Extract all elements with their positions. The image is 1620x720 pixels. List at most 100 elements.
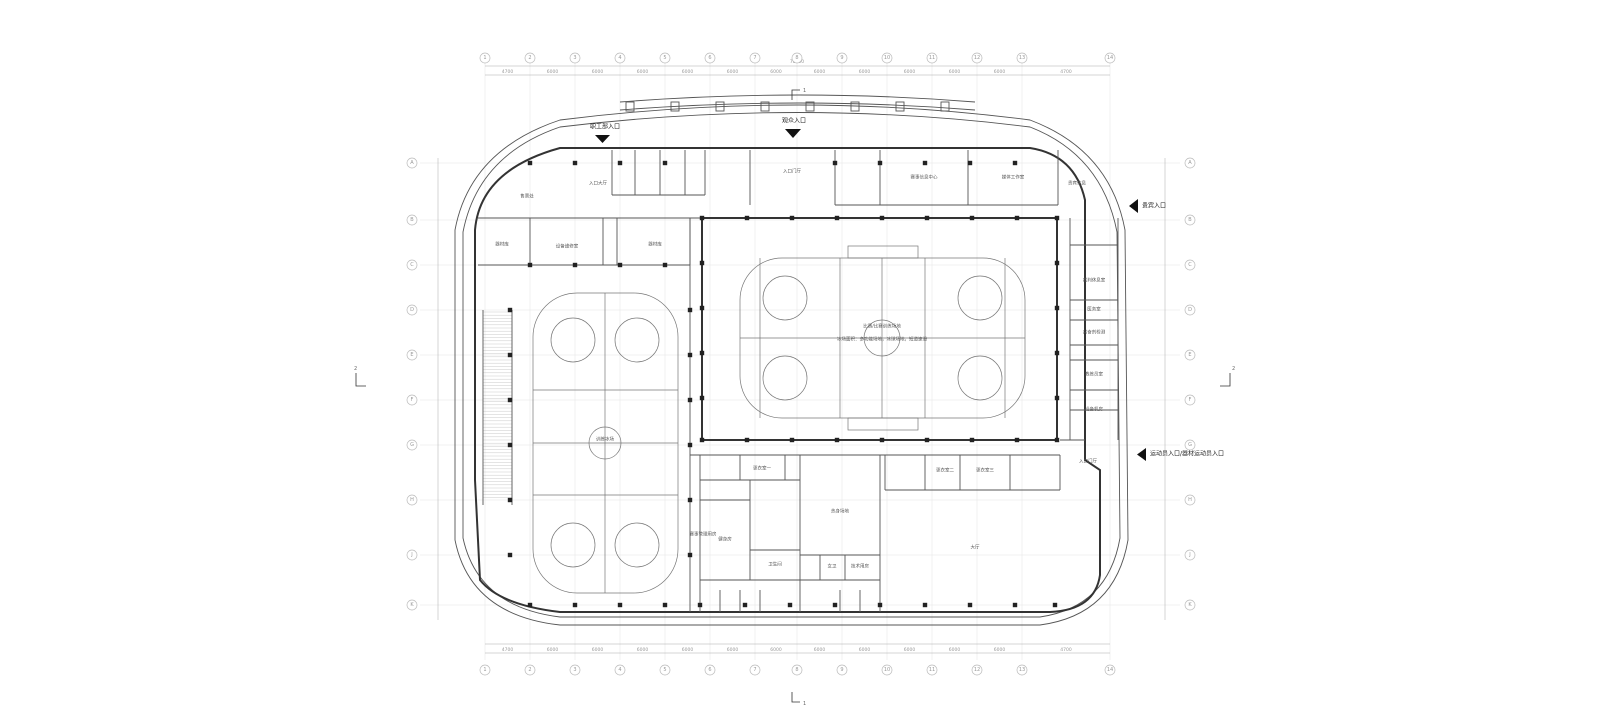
- svg-text:11: 11: [929, 667, 935, 673]
- dimension-text: 6000: [994, 647, 1006, 653]
- canopy-post: [625, 101, 635, 112]
- entrance-vip: 贵宾入口: [1129, 199, 1166, 213]
- grid-col-top-13: 13: [1016, 52, 1028, 64]
- room-mechanical: 设备机房: [1085, 406, 1103, 413]
- svg-text:C: C: [1188, 262, 1192, 268]
- svg-text:8: 8: [795, 55, 798, 61]
- svg-text:3: 3: [573, 55, 576, 61]
- structural-column: [924, 215, 930, 221]
- grid-row-right-K: K: [1184, 599, 1196, 611]
- structural-column: [687, 397, 693, 403]
- structural-column: [834, 437, 840, 443]
- training-rink-label: 训练冰场: [596, 436, 614, 443]
- room-labels: 入口大厅 入口门厅 赛事信息中心 媒体工作室 贵宾休息 器材库 设备维修室 器材…: [495, 168, 1105, 570]
- svg-text:J: J: [410, 552, 412, 558]
- dimension-text: 6000: [814, 647, 826, 653]
- svg-text:3: 3: [573, 667, 576, 673]
- dimension-text: 4700: [1060, 647, 1072, 653]
- svg-text:K: K: [410, 602, 414, 608]
- outer-canopy-inner: [462, 112, 1121, 618]
- grid-row-left-E: E: [406, 349, 418, 361]
- dimension-text: 6000: [770, 69, 782, 75]
- structural-column: [967, 602, 973, 608]
- svg-text:G: G: [410, 442, 414, 448]
- canopy-post: [940, 101, 950, 112]
- staff-entrance-arrow-icon: [595, 135, 610, 143]
- section-marker-bottom: 1: [791, 692, 806, 707]
- structural-column: [687, 497, 693, 503]
- structural-column: [687, 552, 693, 558]
- grid-col-top-10: 10: [881, 52, 893, 64]
- entrance-athlete: 运动员入口/器材运动员入口: [1137, 448, 1224, 461]
- grid-row-right-G: G: [1184, 439, 1196, 451]
- grid-col-top-3: 3: [569, 52, 581, 64]
- canopy-posts: [625, 101, 950, 112]
- structural-column: [742, 602, 748, 608]
- structural-column: [687, 442, 693, 448]
- grid-col-bottom-10: 10: [881, 664, 893, 676]
- section-bottom-label: 1: [803, 701, 806, 707]
- structural-column: [662, 602, 668, 608]
- structural-column: [879, 437, 885, 443]
- dimension-text: 6000: [994, 69, 1006, 75]
- grid-col-top-12: 12: [971, 52, 983, 64]
- athlete-entrance-arrow-icon: [1137, 448, 1146, 461]
- grid-col-bottom-1: 1: [479, 664, 491, 676]
- grid-col-bottom-11: 11: [926, 664, 938, 676]
- structural-column: [699, 215, 705, 221]
- room-locker-1: 更衣室一: [753, 465, 771, 472]
- svg-text:A: A: [1188, 160, 1192, 166]
- room-vip-lounge: 贵宾休息: [1068, 180, 1086, 187]
- svg-text:11: 11: [929, 55, 935, 61]
- grid-col-bottom-3: 3: [569, 664, 581, 676]
- grid-col-top-2: 2: [524, 52, 536, 64]
- vip-entrance-arrow-icon: [1129, 199, 1138, 213]
- structural-column: [662, 262, 668, 268]
- section-marker-left: 2: [354, 366, 366, 387]
- svg-text:5: 5: [663, 667, 666, 673]
- structural-column: [687, 307, 693, 313]
- room-equipment-storage: 器材库: [495, 241, 509, 248]
- dimension-text: 6000: [859, 69, 871, 75]
- main-rink-sublabel: 冰场面积：多功能场地，冰球场地，短道速滑: [837, 336, 927, 343]
- grid-col-top-9: 9: [836, 52, 848, 64]
- section-marker-top: 1: [791, 88, 806, 100]
- dimension-text: 6000: [547, 647, 559, 653]
- room-gym: 健身房: [718, 536, 732, 543]
- vip-entrance-label: 贵宾入口: [1142, 202, 1166, 210]
- grid-row-right-J: J: [1184, 549, 1196, 561]
- structural-column: [507, 397, 513, 403]
- svg-text:D: D: [410, 307, 414, 313]
- svg-text:F: F: [411, 397, 414, 403]
- dimension-text: 6000: [592, 69, 604, 75]
- grid-col-bottom-12: 12: [971, 664, 983, 676]
- room-locker-2: 更衣室二: [936, 467, 954, 474]
- front-canopy: [619, 94, 976, 111]
- grid-col-bottom-14: 14: [1104, 664, 1116, 676]
- grid-row-left-D: D: [406, 304, 418, 316]
- svg-text:5: 5: [663, 55, 666, 61]
- canopy-post: [760, 101, 770, 112]
- structural-column: [787, 602, 793, 608]
- room-lobby: 入口门厅: [783, 168, 801, 175]
- grid-col-top-7: 7: [749, 52, 761, 64]
- section-marker-right: 2: [1220, 366, 1235, 387]
- structural-column: [922, 160, 928, 166]
- svg-text:4: 4: [618, 55, 621, 61]
- structural-column: [744, 215, 750, 221]
- main-rink-label: 比赛/比赛训练场地: [863, 323, 901, 330]
- svg-text:H: H: [410, 497, 414, 503]
- grid-col-bottom-8: 8: [791, 664, 803, 676]
- canopy-post: [805, 101, 815, 112]
- structural-column: [924, 437, 930, 443]
- dimension-text: 6000: [859, 647, 871, 653]
- canopy-post: [670, 101, 680, 112]
- dimension-text: 6000: [682, 647, 694, 653]
- room-equipment-service: 设备维修室: [556, 243, 579, 250]
- svg-text:1: 1: [483, 55, 486, 61]
- dimension-text: 4700: [502, 69, 514, 75]
- structural-column: [1054, 350, 1060, 356]
- dimension-text: 6000: [727, 69, 739, 75]
